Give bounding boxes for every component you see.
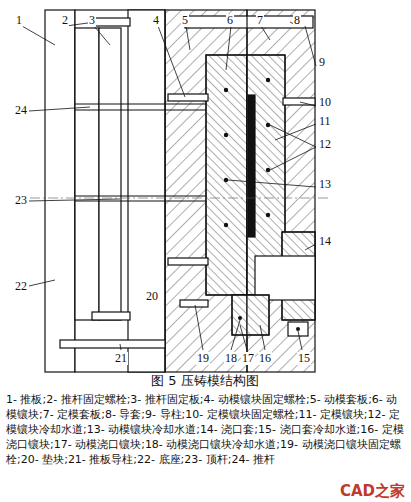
callout-number: 7 [256,14,264,27]
callout-number: 20 [145,290,159,303]
watermark: CAD之家 [340,483,405,500]
callout-number: 3 [88,14,96,27]
callout-number: 12 [318,138,332,151]
callout-number: 22 [14,280,28,293]
callout-number: 24 [14,104,28,117]
callout-number: 11 [318,115,332,128]
figure-caption: 图 5 压铸模结构图 [151,374,259,388]
callout-number: 6 [226,14,234,27]
callout-number: 14 [318,235,332,248]
callout-number: 10 [318,96,332,109]
callout-number: 9 [318,56,326,69]
callout-number: 8 [293,14,301,27]
callout-number: 4 [152,14,160,27]
parts-legend: 1- 推板;2- 推杆固定螺栓;3- 推杆固定板;4- 动模镶块固定螺栓;5- … [6,392,404,467]
callout-number: 17 [241,352,255,365]
callout-number: 21 [114,352,128,365]
callout-number: 23 [14,194,28,207]
callout-number: 2 [61,14,69,27]
callout-number: 16 [258,352,272,365]
callout-number: 15 [297,352,311,365]
callout-number: 18 [224,352,238,365]
callout-number: 1 [15,14,23,27]
callout-number: 5 [181,14,189,27]
callout-number: 13 [318,178,332,191]
callout-number: 19 [196,352,210,365]
